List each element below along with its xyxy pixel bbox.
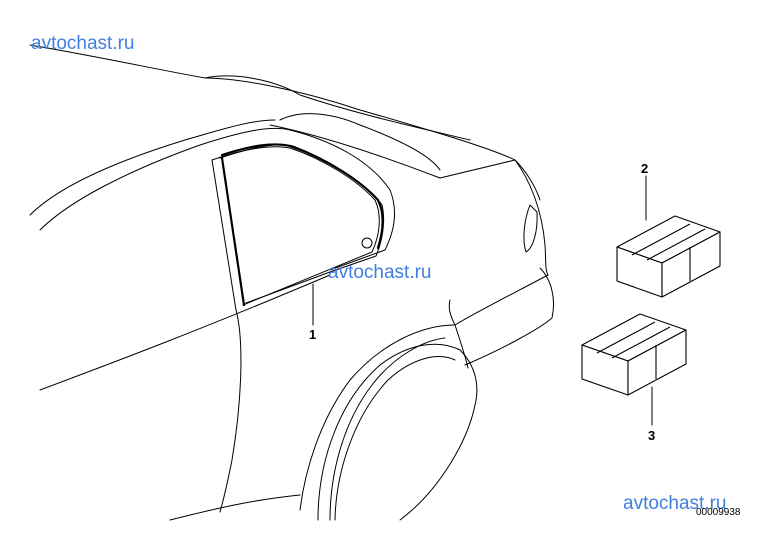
- callout-1-label: 1: [309, 327, 317, 342]
- roof-line: [30, 45, 515, 160]
- callout-2-label: 2: [641, 161, 649, 176]
- quarter-window-seal: [222, 144, 383, 248]
- bumper-strip: [449, 300, 455, 325]
- watermark-bottom-right: avtochast.ru: [623, 493, 727, 514]
- diagram-code: 00009938: [696, 507, 741, 518]
- tail-light: [524, 205, 537, 252]
- tire-inner: [335, 357, 455, 520]
- callout-3-label: 3: [648, 428, 656, 443]
- rear-end: [515, 160, 548, 275]
- quarter-window-frame: [212, 147, 379, 305]
- belt-line: [40, 275, 330, 390]
- trunk-lid-edge: [280, 114, 440, 170]
- body-side-upper: [40, 128, 395, 270]
- tire: [318, 344, 477, 520]
- window-hole: [361, 237, 373, 249]
- sill-line: [170, 495, 300, 520]
- watermark-center: avtochast.ru: [328, 262, 432, 283]
- trunk-lid: [270, 125, 540, 200]
- body-top-edge: [30, 120, 275, 215]
- roof-inner-line: [205, 76, 470, 140]
- wheel-arch: [300, 325, 455, 510]
- window-pillar-left: [212, 160, 236, 310]
- door-gap: [220, 310, 241, 512]
- wheel-arch-inner: [330, 338, 445, 520]
- window-pillar-seal: [222, 158, 244, 305]
- rear-bumper: [465, 268, 554, 365]
- part-3-box: [582, 314, 686, 395]
- watermark-top-left: avtochast.ru: [31, 33, 135, 54]
- part-2-box: [617, 216, 720, 297]
- bumper-lower: [455, 275, 548, 368]
